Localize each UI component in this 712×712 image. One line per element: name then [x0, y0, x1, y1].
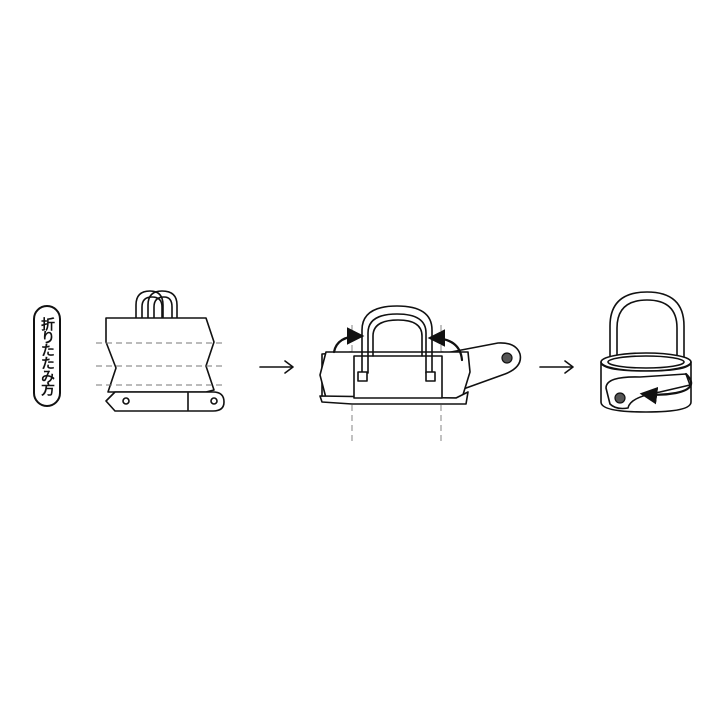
step-3-rolled-bag — [600, 291, 693, 413]
folding-method-text: 折りたたみ方 — [39, 317, 55, 395]
curved-arrow-icon — [639, 372, 693, 405]
snap-strap — [105, 391, 225, 412]
snap-button-icon — [122, 397, 130, 405]
bag-handles — [357, 305, 436, 382]
bag-handles — [609, 291, 685, 359]
folding-method-label: 折りたたみ方 — [33, 305, 61, 407]
bag-body — [105, 317, 215, 393]
snap-button-icon — [614, 392, 626, 404]
snap-button-icon — [501, 352, 513, 364]
right-arrow-icon — [259, 360, 294, 374]
step-2-folded-bag — [319, 305, 522, 442]
step-1-flat-bag — [96, 290, 225, 412]
right-arrow-icon — [539, 360, 574, 374]
curved-arrow-icon — [332, 327, 365, 354]
curved-arrow-icon — [427, 329, 464, 362]
